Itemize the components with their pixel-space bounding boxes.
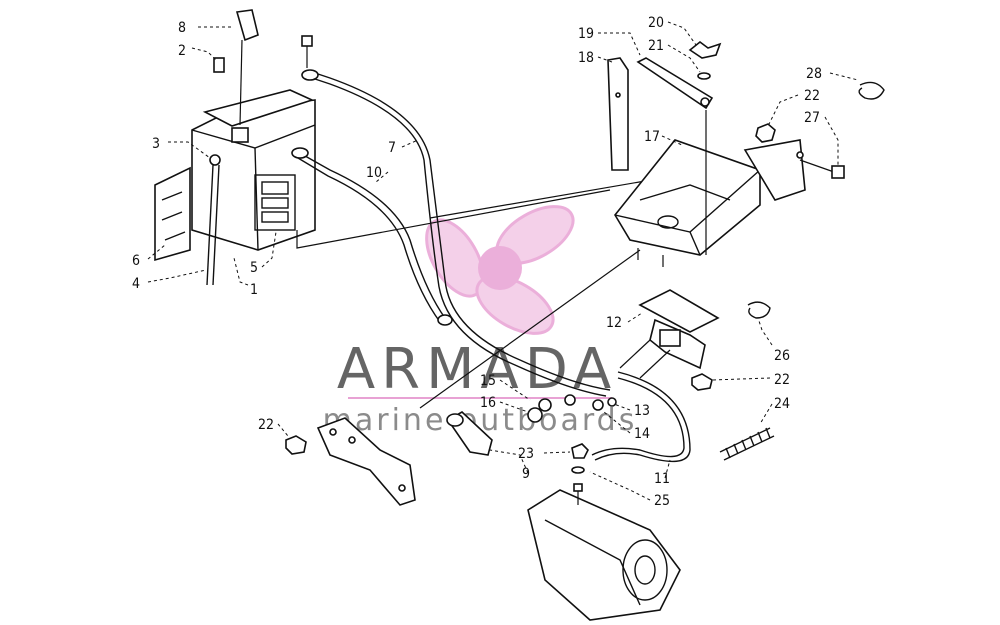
battery-pad (154, 166, 191, 262)
solenoid (619, 289, 720, 379)
terminal-boot-9 (446, 411, 493, 456)
callout-19: 19 (578, 26, 594, 42)
callout-11: 11 (654, 471, 670, 487)
starter-motor (527, 483, 681, 621)
callout-4: 4 (132, 276, 140, 292)
callout-8: 8 (178, 20, 186, 36)
washer (697, 72, 711, 80)
callout-27: 27 (804, 110, 820, 126)
callout-17: 17 (644, 129, 660, 145)
callout-labels: 8 2 3 6 4 5 1 7 10 19 18 20 21 28 22 27 … (132, 15, 822, 509)
callout-22-top: 22 (804, 88, 820, 104)
callout-28: 28 (806, 66, 822, 82)
nut-22-left (285, 435, 307, 455)
positive-cable (301, 69, 611, 397)
battery (191, 89, 316, 251)
mounting-bracket (316, 417, 416, 506)
callout-22-mid: 22 (774, 372, 790, 388)
callout-20: 20 (648, 15, 664, 31)
callout-23: 23 (518, 446, 534, 462)
callout-3: 3 (152, 136, 160, 152)
callout-6: 6 (132, 253, 140, 269)
snap-ring (747, 301, 771, 319)
battery-box (614, 139, 806, 267)
callout-13: 13 (634, 403, 650, 419)
vent-tube (206, 154, 221, 286)
callout-15: 15 (480, 373, 496, 389)
leader-lines (147, 21, 859, 501)
wing-nut (688, 40, 722, 59)
callout-10: 10 (366, 165, 382, 181)
small-hardware (527, 394, 617, 423)
battery-bolt (301, 35, 313, 68)
callout-5: 5 (250, 260, 258, 276)
callout-22-left: 22 (258, 417, 274, 433)
retaining-ring (858, 81, 885, 100)
callout-2: 2 (178, 43, 186, 59)
watermark-propeller-icon (425, 205, 575, 335)
vent-cap (213, 57, 225, 73)
nut-23 (571, 443, 589, 459)
callout-1: 1 (250, 282, 258, 298)
callout-9: 9 (522, 466, 530, 482)
watermark-brand: ARMADA (337, 337, 617, 402)
nut-22-mid (691, 373, 713, 391)
bolt-27 (799, 159, 845, 179)
terminal-boot (231, 9, 259, 143)
callout-14: 14 (634, 426, 650, 442)
callout-16: 16 (480, 395, 496, 411)
callout-12: 12 (606, 315, 622, 331)
callout-25: 25 (654, 493, 670, 509)
spring (719, 427, 775, 461)
strap-bar (636, 57, 714, 110)
strap (607, 57, 629, 171)
washer-25 (571, 466, 585, 474)
callout-18: 18 (578, 50, 594, 66)
callout-26: 26 (774, 348, 790, 364)
callout-7: 7 (388, 140, 396, 156)
callout-21: 21 (648, 38, 664, 54)
callout-24: 24 (774, 396, 790, 412)
negative-cable (291, 147, 453, 326)
nut-22-top (755, 123, 776, 143)
starter-cable (591, 371, 691, 463)
